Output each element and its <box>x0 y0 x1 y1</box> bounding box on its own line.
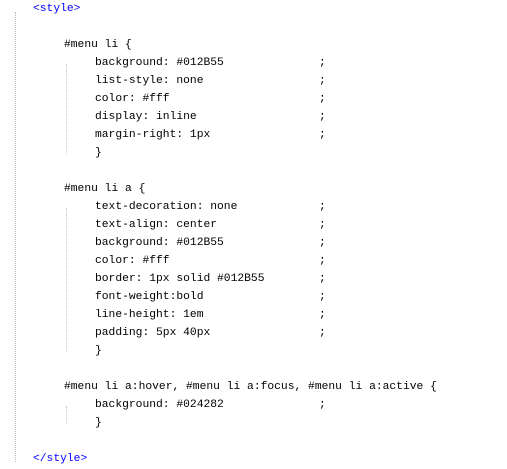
rule2-semicolon-6: ; <box>319 309 326 321</box>
indent-guide-rule2 <box>66 208 67 352</box>
indent-guide-rule3 <box>66 406 67 424</box>
rule2-decl-2: background: #012B55 <box>95 237 224 249</box>
rule2-decl-3: color: #fff <box>95 255 170 267</box>
style-close-tag: </style> <box>33 453 88 465</box>
rule1-decl-0: background: #012B55 <box>95 57 224 69</box>
rule2-semicolon-4: ; <box>319 273 326 285</box>
rule1-semicolon-2: ; <box>319 93 326 105</box>
rule2-semicolon-1: ; <box>319 219 326 231</box>
rule2-semicolon-3: ; <box>319 255 326 267</box>
rule2-selector: #menu li a { <box>64 183 146 195</box>
rule2-decl-6: line-height: 1em <box>95 309 204 321</box>
rule3-semicolon-0: ; <box>319 399 326 411</box>
rule3-decl-0: background: #024282 <box>95 399 224 411</box>
rule2-close-brace: } <box>95 345 102 357</box>
rule1-semicolon-3: ; <box>319 111 326 123</box>
indent-guide-outer <box>15 12 16 462</box>
rule2-decl-7: padding: 5px 40px <box>95 327 211 339</box>
rule3-close-brace: } <box>95 417 102 429</box>
rule2-semicolon-0: ; <box>319 201 326 213</box>
rule1-close-brace: } <box>95 147 102 159</box>
rule2-semicolon-2: ; <box>319 237 326 249</box>
rule1-decl-1: list-style: none <box>95 75 204 87</box>
rule1-decl-4: margin-right: 1px <box>95 129 211 141</box>
rule2-semicolon-5: ; <box>319 291 326 303</box>
rule1-semicolon-0: ; <box>319 57 326 69</box>
rule2-semicolon-7: ; <box>319 327 326 339</box>
rule2-decl-0: text-decoration: none <box>95 201 238 213</box>
style-open-tag: <style> <box>33 3 81 15</box>
rule2-decl-1: text-align: center <box>95 219 218 231</box>
rule2-decl-5: font-weight:bold <box>95 291 204 303</box>
rule1-decl-2: color: #fff <box>95 93 170 105</box>
indent-guide-rule1 <box>66 64 67 154</box>
rule1-decl-3: display: inline <box>95 111 197 123</box>
rule1-semicolon-4: ; <box>319 129 326 141</box>
rule2-decl-4: border: 1px solid #012B55 <box>95 273 265 285</box>
rule1-semicolon-1: ; <box>319 75 326 87</box>
rule3-selector: #menu li a:hover, #menu li a:focus, #men… <box>64 381 437 393</box>
rule1-selector: #menu li { <box>64 39 132 51</box>
